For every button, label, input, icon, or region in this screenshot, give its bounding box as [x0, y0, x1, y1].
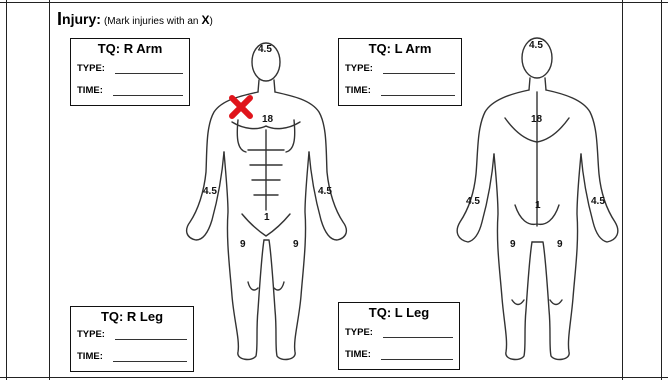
tq-right-arm-box: TQ: R Arm TYPE: TIME: [70, 38, 190, 106]
time-label: TIME: [77, 351, 103, 362]
tq-left-arm-time-row: TIME: [345, 85, 455, 96]
tq-right-leg-type-row: TYPE: [77, 329, 187, 340]
front-right-arm-percent: 4.5 [203, 186, 217, 197]
tq-right-arm-time-row: TIME: [77, 85, 183, 96]
back-head-percent: 4.5 [529, 40, 543, 51]
type-label: TYPE: [345, 327, 373, 338]
red-x-mark-icon [232, 98, 250, 116]
front-left-leg-percent: 9 [293, 239, 299, 250]
time-field[interactable] [381, 349, 453, 360]
front-body-outline [187, 43, 347, 359]
back-left-leg-percent: 9 [510, 239, 516, 250]
back-back-percent: 18 [531, 114, 543, 125]
type-field[interactable] [115, 63, 183, 74]
time-field[interactable] [113, 85, 183, 96]
tq-right-leg-time-row: TIME: [77, 351, 187, 362]
time-field[interactable] [381, 85, 455, 96]
type-field[interactable] [115, 329, 187, 340]
tq-left-arm-box: TQ: L Arm TYPE: TIME: [338, 38, 462, 106]
time-label: TIME: [345, 85, 371, 96]
tq-right-leg-box: TQ: R Leg TYPE: TIME: [70, 306, 194, 372]
tq-left-arm-type-row: TYPE: [345, 63, 455, 74]
front-head-percent: 4.5 [258, 44, 272, 55]
time-field[interactable] [113, 351, 187, 362]
tq-right-leg-title: TQ: R Leg [71, 309, 193, 324]
type-field[interactable] [383, 63, 455, 74]
time-label: TIME: [77, 85, 103, 96]
back-right-leg-percent: 9 [557, 239, 563, 250]
tq-left-leg-time-row: TIME: [345, 349, 453, 360]
back-groin-percent: 1 [535, 200, 541, 211]
tq-left-leg-title: TQ: L Leg [339, 305, 459, 320]
front-chest-percent: 18 [262, 114, 274, 125]
front-right-leg-percent: 9 [240, 239, 246, 250]
tq-right-arm-title: TQ: R Arm [71, 41, 189, 56]
back-right-arm-percent: 4.5 [591, 196, 605, 207]
type-field[interactable] [383, 327, 453, 338]
back-left-arm-percent: 4.5 [466, 196, 480, 207]
type-label: TYPE: [77, 63, 105, 74]
front-groin-percent: 1 [264, 212, 270, 223]
front-left-arm-percent: 4.5 [318, 186, 332, 197]
tq-left-leg-type-row: TYPE: [345, 327, 453, 338]
tq-right-arm-type-row: TYPE: [77, 63, 183, 74]
tq-left-arm-title: TQ: L Arm [339, 41, 461, 56]
type-label: TYPE: [345, 63, 373, 74]
time-label: TIME: [345, 349, 371, 360]
type-label: TYPE: [77, 329, 105, 340]
tq-left-leg-box: TQ: L Leg TYPE: TIME: [338, 302, 460, 370]
